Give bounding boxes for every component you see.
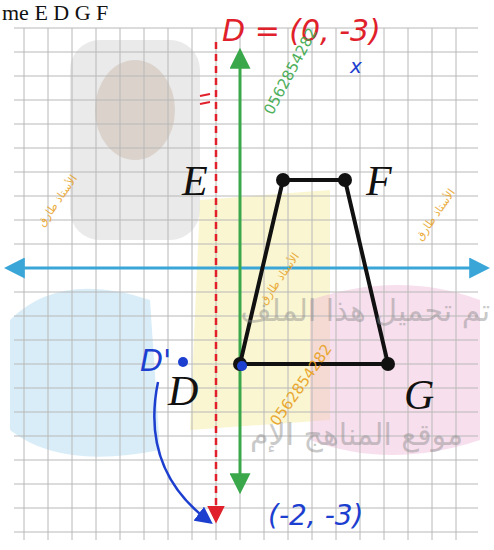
handwritten-mark: x — [350, 56, 362, 76]
background-watermark — [10, 40, 480, 457]
x-axis — [8, 267, 486, 270]
vertex-point — [276, 173, 290, 187]
image-coordinates: (-2, -3) — [268, 502, 363, 530]
site-watermark: موقع المناهج الإم — [250, 420, 463, 450]
vertex-point — [381, 357, 395, 371]
y-axis — [239, 52, 242, 490]
image-point — [178, 357, 188, 367]
marked-point — [237, 361, 247, 371]
vertex-label: E — [182, 160, 208, 202]
site-watermark: تم تحميل هذا الملف — [241, 296, 490, 326]
grid-lines — [14, 28, 478, 540]
vertex-label: G — [404, 374, 434, 416]
equal-marks — [200, 94, 210, 104]
trapezoid — [240, 180, 388, 364]
vertex-label: D — [168, 370, 198, 412]
vertex-point — [338, 173, 352, 187]
vertex-label: F — [366, 160, 392, 202]
name-watermark: الأستاذ طارق — [414, 187, 457, 242]
image-label: D' — [140, 346, 171, 376]
vertex-point — [233, 357, 247, 371]
heading-text: me E D G F — [2, 2, 108, 24]
reflection-line — [215, 42, 218, 520]
